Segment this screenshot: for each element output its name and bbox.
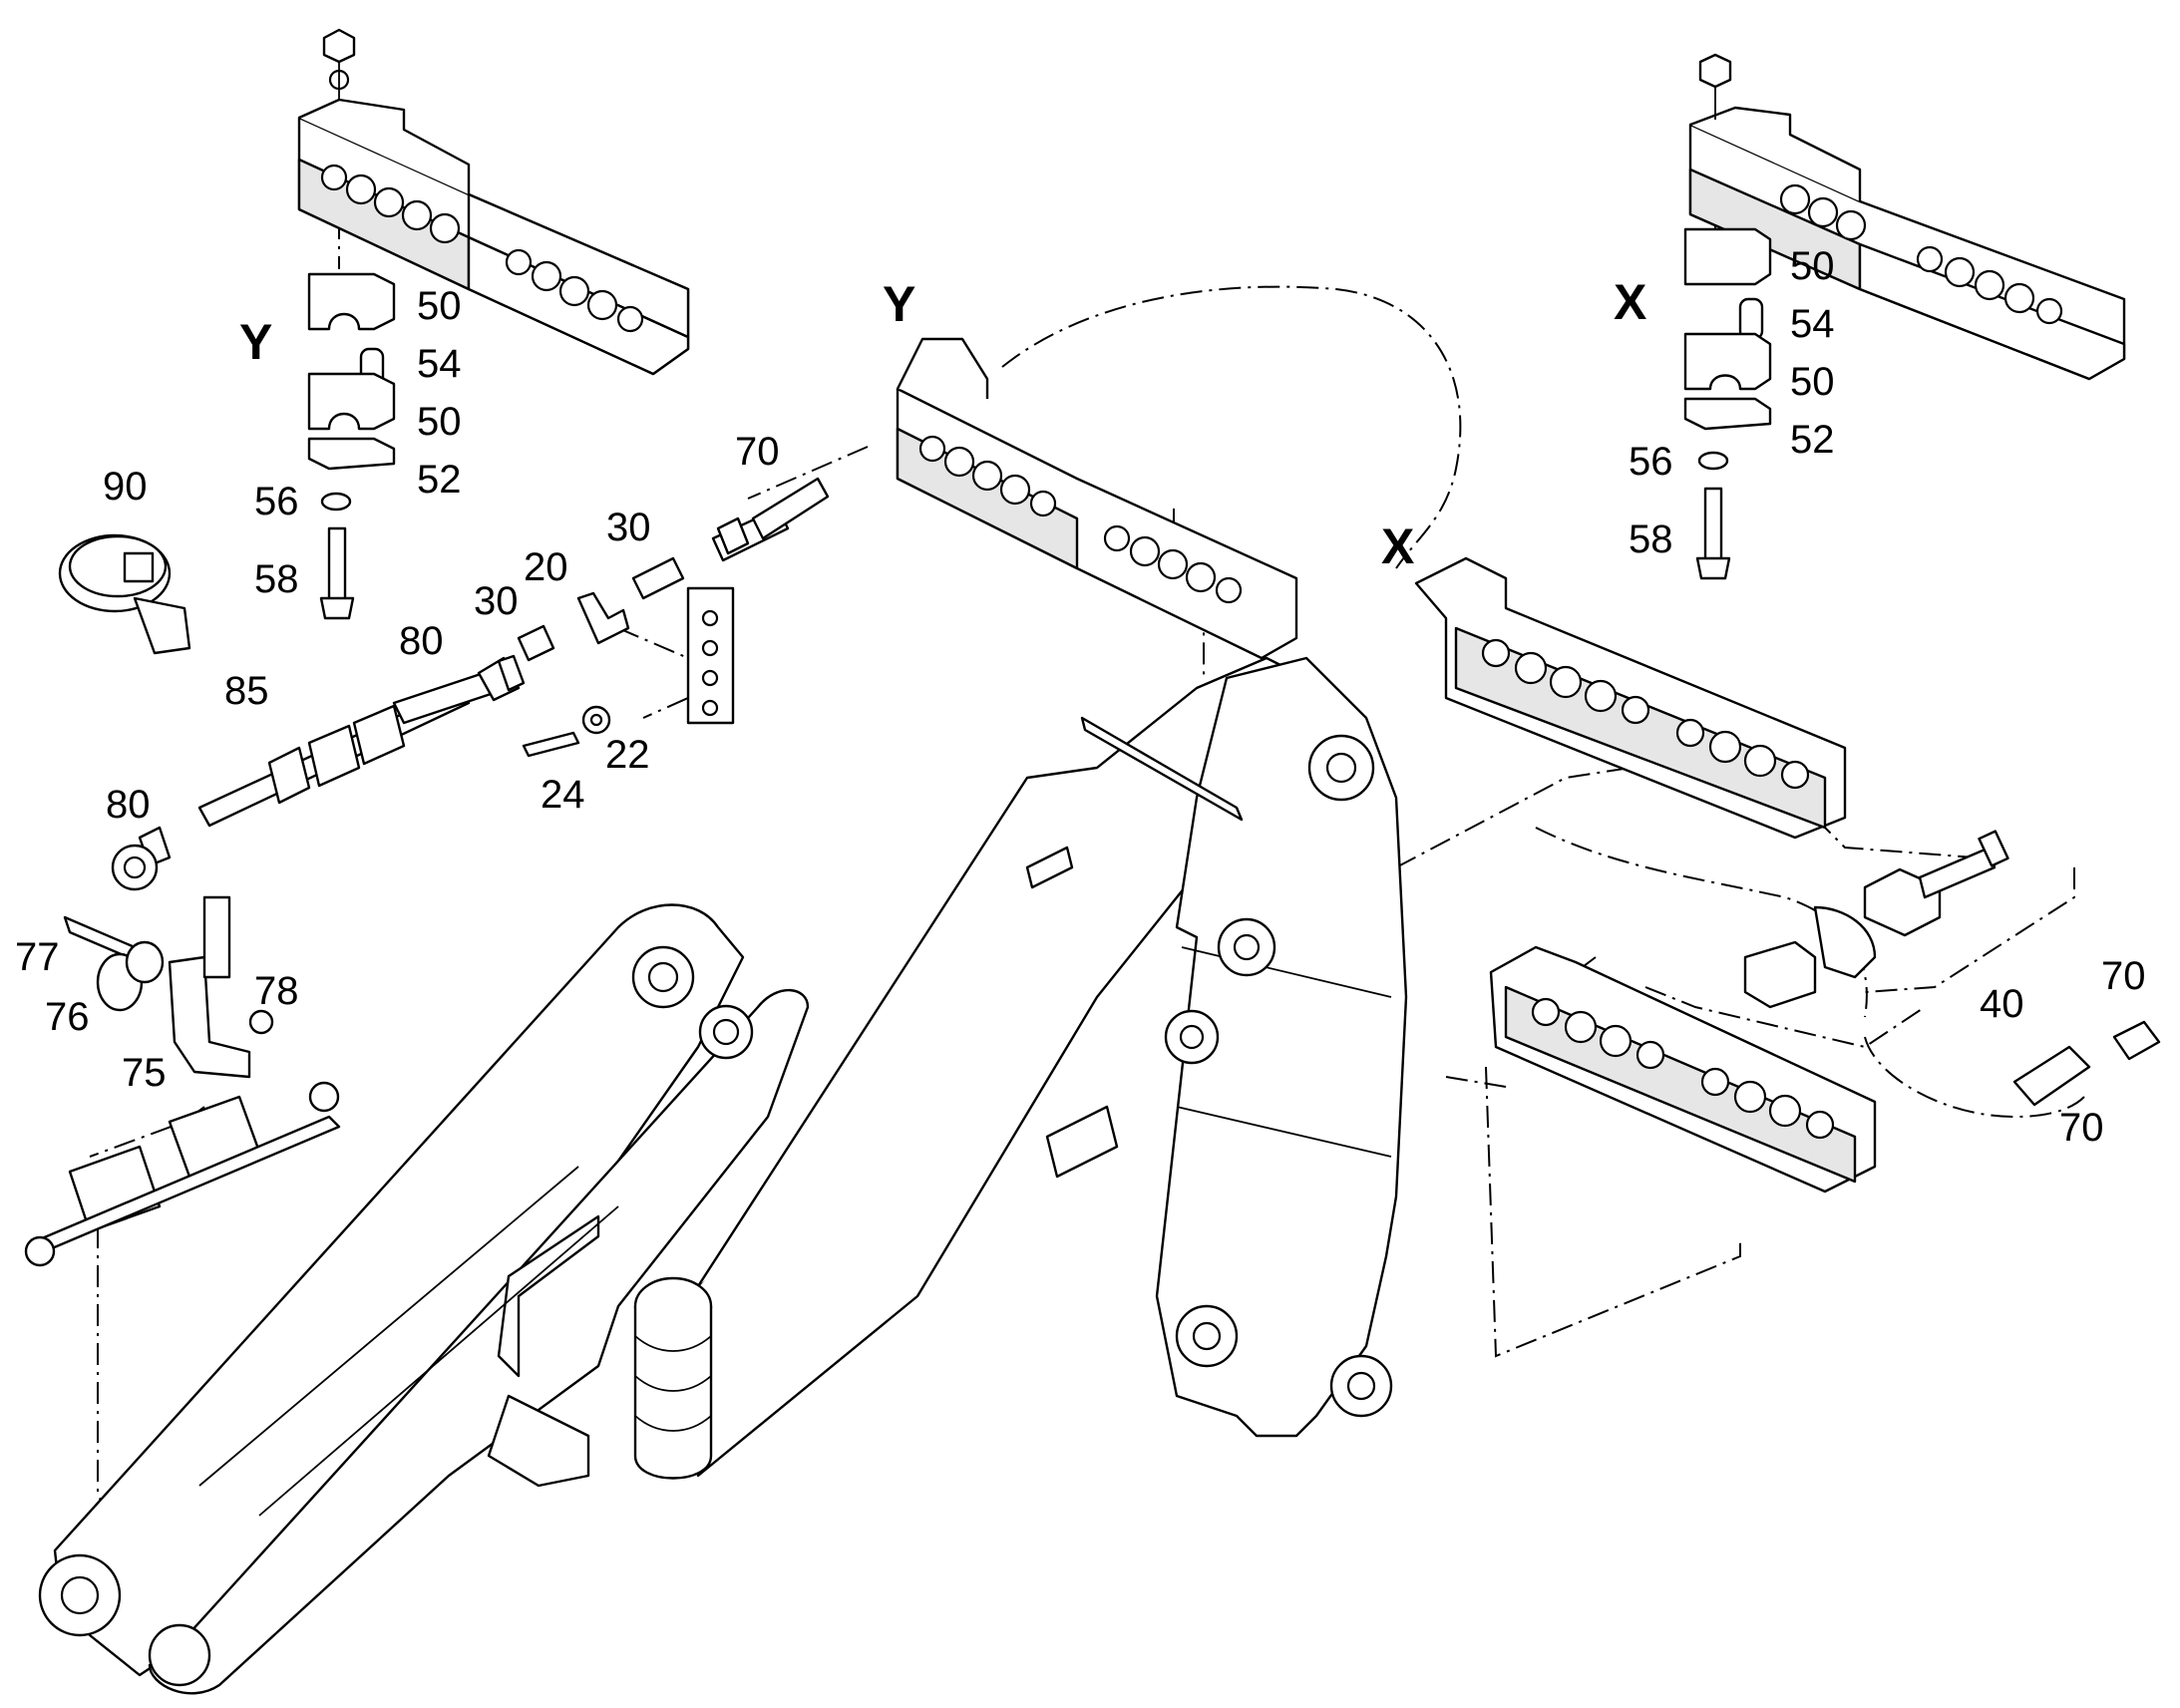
callout-58-x: 58 xyxy=(1629,517,1673,561)
callout-54-x: 54 xyxy=(1790,302,1835,346)
callout-76: 76 xyxy=(45,995,90,1039)
callout-80-upper: 80 xyxy=(399,619,444,663)
bracket-y-center xyxy=(896,337,1298,660)
clamp-assembly xyxy=(24,1081,341,1267)
callout-54-y: 54 xyxy=(417,342,462,386)
bracket-y-detail xyxy=(297,28,690,620)
callout-22: 22 xyxy=(605,733,650,777)
callout-20: 20 xyxy=(524,545,568,589)
callout-52-y: 52 xyxy=(417,458,462,502)
callout-80-lower: 80 xyxy=(106,783,151,827)
callout-24: 24 xyxy=(541,773,585,817)
callout-56-x: 56 xyxy=(1629,440,1673,484)
center-arm xyxy=(633,656,1408,1480)
callout-50-y-top: 50 xyxy=(417,284,462,328)
bracket-75-parts xyxy=(63,895,274,1079)
callout-70-center: 70 xyxy=(735,430,780,474)
hose-assembly xyxy=(111,477,830,891)
callout-78: 78 xyxy=(254,969,299,1013)
left-boom xyxy=(38,903,810,1695)
callout-52-x: 52 xyxy=(1790,418,1835,462)
callout-50-y-bottom: 50 xyxy=(417,400,462,444)
view-label-x-mid: X xyxy=(1381,518,1414,574)
callout-70-right-bottom: 70 xyxy=(2059,1106,2104,1150)
callout-50-x-top: 50 xyxy=(1790,244,1835,288)
callout-56-y: 56 xyxy=(254,480,299,523)
view-label-y-center: Y xyxy=(883,276,915,332)
callout-40: 40 xyxy=(1980,982,2024,1026)
callout-labels: Y Y X X 50 54 50 52 56 58 90 70 30 30 20… xyxy=(15,244,2146,1150)
callout-75: 75 xyxy=(122,1051,167,1095)
bracket-x-detail xyxy=(1683,53,2126,580)
callout-85: 85 xyxy=(224,669,269,713)
callout-58-y: 58 xyxy=(254,557,299,601)
clamp-40-parts xyxy=(1743,830,2009,1009)
view-label-x-right: X xyxy=(1614,274,1646,330)
callout-90: 90 xyxy=(103,465,148,509)
callout-50-x-bottom: 50 xyxy=(1790,360,1835,404)
callout-70-right-top: 70 xyxy=(2101,954,2146,998)
view-label-y-left: Y xyxy=(239,314,272,370)
callout-30-upper: 30 xyxy=(606,506,651,549)
hose-fitting-70-right xyxy=(2012,1020,2161,1107)
callout-77: 77 xyxy=(15,935,60,979)
hose-clamp-90 xyxy=(58,533,191,655)
bracket-x-upper xyxy=(1414,556,1847,840)
callout-30-lower: 30 xyxy=(474,579,519,623)
bracket-x-lower xyxy=(1489,945,1877,1194)
